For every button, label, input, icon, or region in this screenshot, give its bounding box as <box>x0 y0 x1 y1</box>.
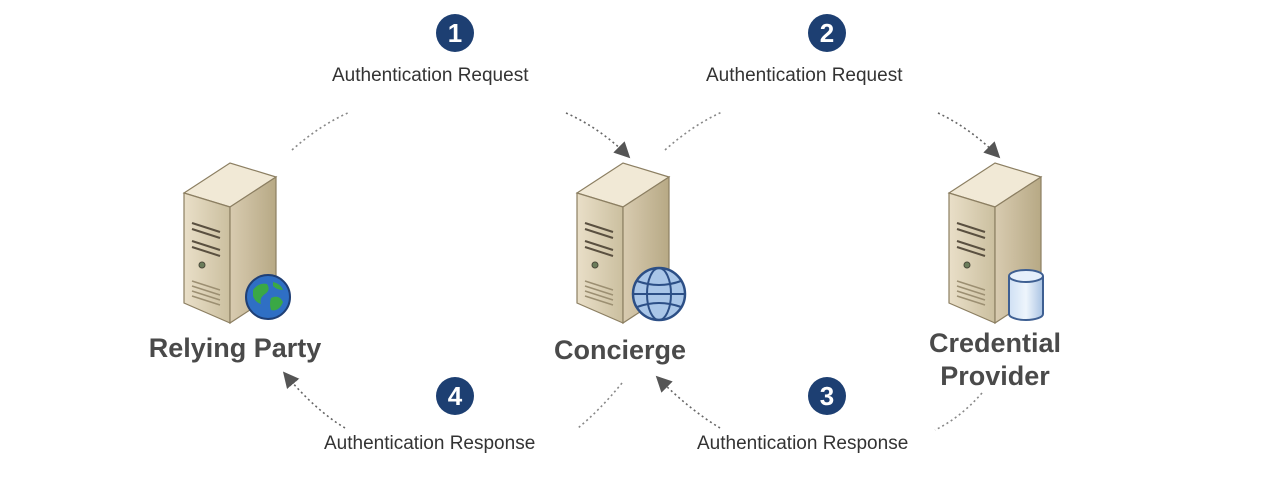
credential-provider-server-icon <box>947 162 1043 325</box>
relying-party-label: Relying Party <box>148 333 322 363</box>
step-1-badge: 1 <box>436 14 474 52</box>
arrow-step-1-head <box>565 112 631 159</box>
web-globe-icon <box>631 266 687 322</box>
globe-icon <box>245 274 291 320</box>
arrow-step-2-head <box>937 112 1001 159</box>
database-icon <box>1008 269 1044 321</box>
arrow-step-3-head <box>655 375 721 429</box>
arrow-step-2 <box>664 111 723 151</box>
arrow-step-4-head <box>282 371 346 429</box>
credential-provider-label: Credential Provider <box>928 328 1062 391</box>
step-2-label: Authentication Request <box>706 65 903 86</box>
concierge-label: Concierge <box>553 335 687 365</box>
step-4-label: Authentication Response <box>324 433 536 454</box>
arrow-step-1 <box>291 111 351 151</box>
step-2-badge: 2 <box>808 14 846 52</box>
arrow-step-4 <box>577 382 623 429</box>
step-4-badge: 4 <box>436 377 474 415</box>
arrow-step-3 <box>934 392 983 431</box>
step-3-label: Authentication Response <box>697 433 909 454</box>
step-3-badge: 3 <box>808 377 846 415</box>
step-1-label: Authentication Request <box>332 65 529 86</box>
